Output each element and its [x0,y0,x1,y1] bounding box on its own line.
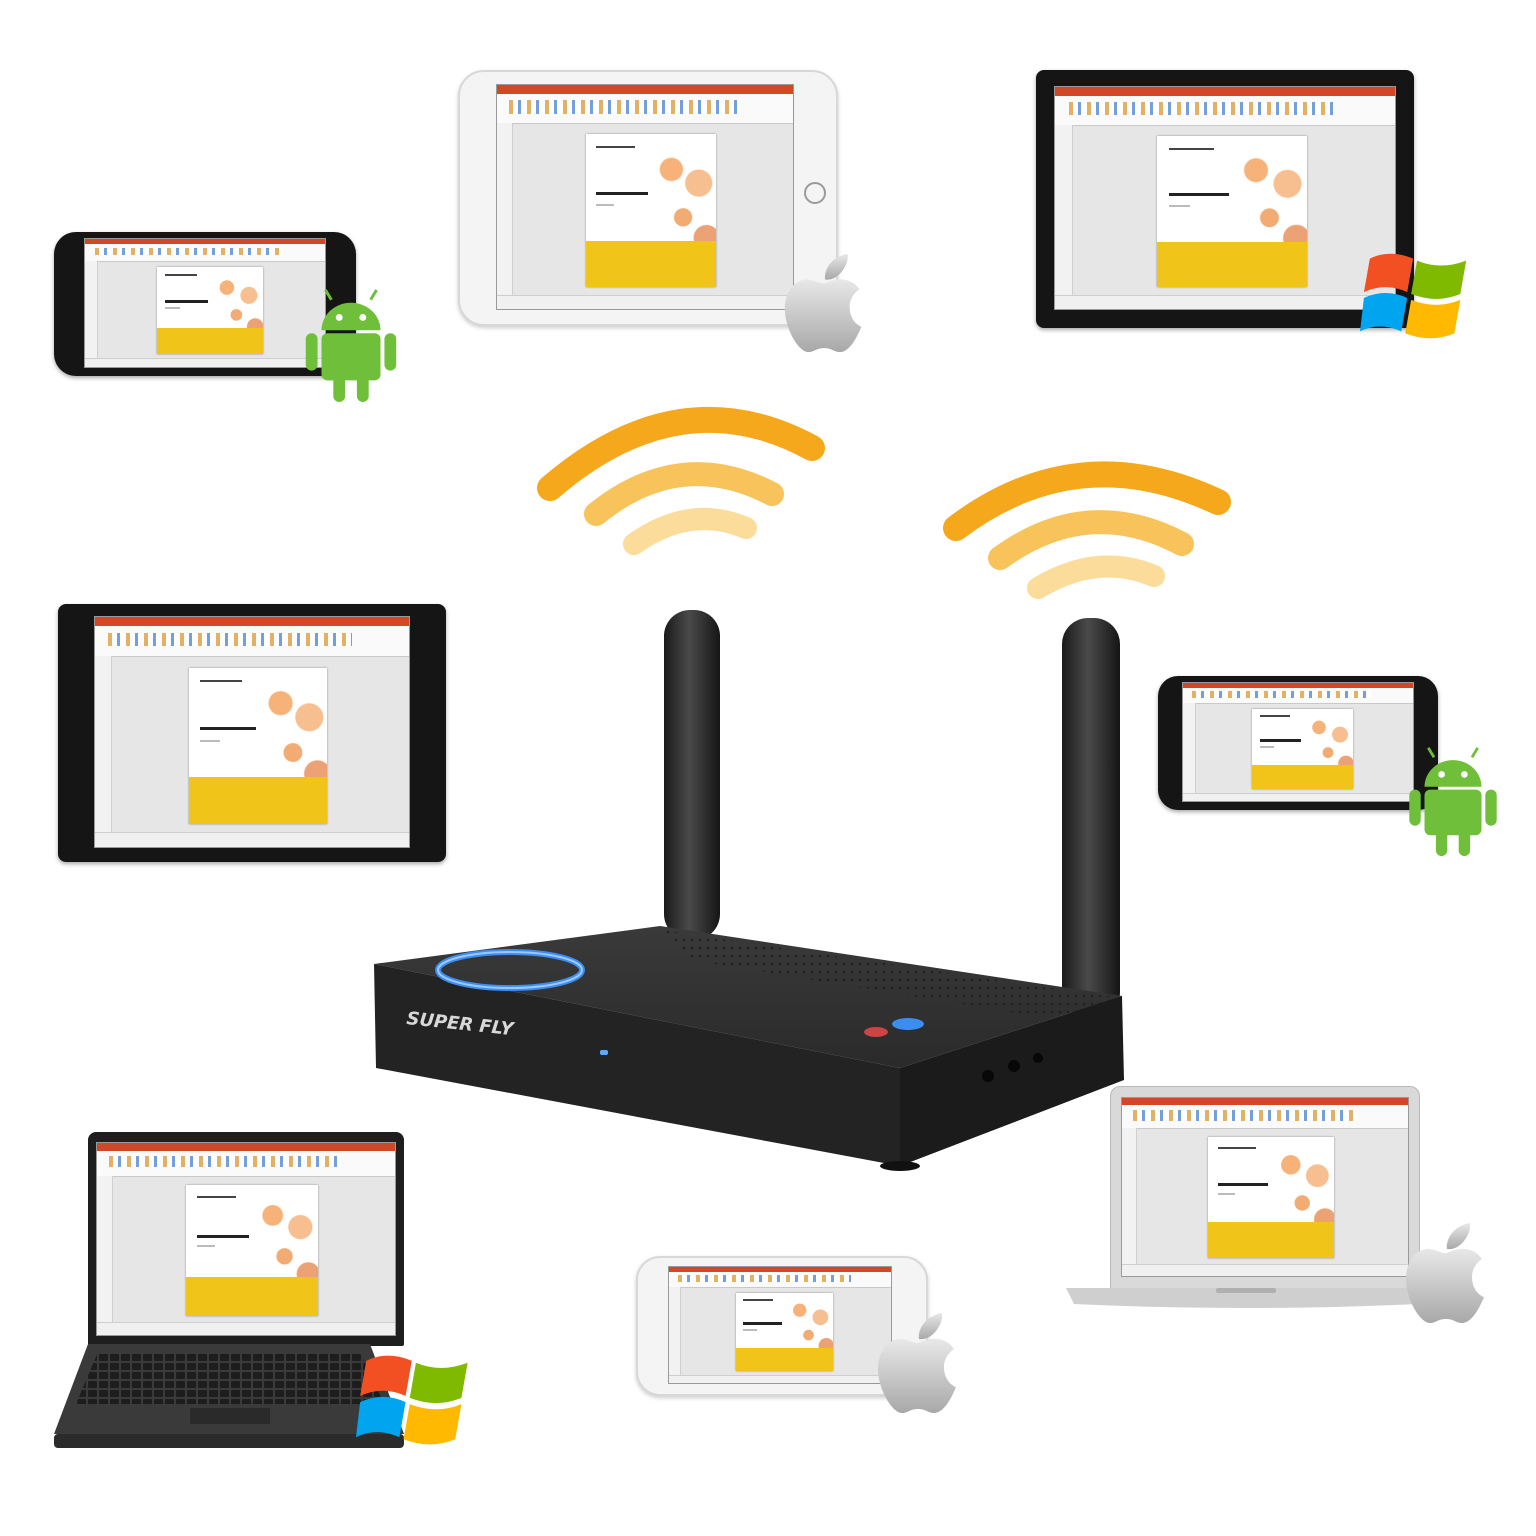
apple-icon [784,253,862,353]
presentation-slide [585,134,717,287]
windows-laptop-bottom-left [88,1132,404,1346]
laptop-screen [1121,1097,1409,1277]
wireless-router: SUPER FLY [374,610,1124,1171]
windows-icon [1360,253,1467,339]
presentation-slide [157,267,263,355]
presentation-slide [1252,708,1354,790]
apple-icon [1406,1223,1484,1323]
android-icon [1409,747,1497,857]
ipad-white-top [458,70,838,326]
phone-screen [1182,682,1414,802]
presentation-slide [189,667,328,824]
presentation-slide [1157,135,1307,287]
wifi-signal-left [537,406,825,555]
tablet-black-left [58,604,446,862]
home-button [804,182,826,204]
presentation-slide [1207,1137,1334,1259]
presentation-slide [735,1292,834,1372]
android-phone-right [1158,676,1438,810]
windows-icon [356,1355,468,1445]
phone-screen [84,238,326,368]
laptop-keyboard-deck [54,1344,404,1448]
windows-tablet-top-right [1036,70,1414,328]
iphone-white-bottom [636,1256,928,1396]
phone-screen [668,1266,892,1384]
android-phone-top-left [54,232,356,376]
wifi-signal-right [943,461,1231,599]
android-icon [305,289,397,403]
tablet-screen [1054,86,1396,310]
macbook-bottom-right [1110,1086,1420,1290]
ipad-screen [496,84,794,310]
macbook-base [1066,1288,1426,1308]
presentation-slide [186,1185,318,1316]
laptop-screen [96,1142,396,1336]
tablet-screen [94,616,410,848]
apple-icon [878,1313,956,1413]
